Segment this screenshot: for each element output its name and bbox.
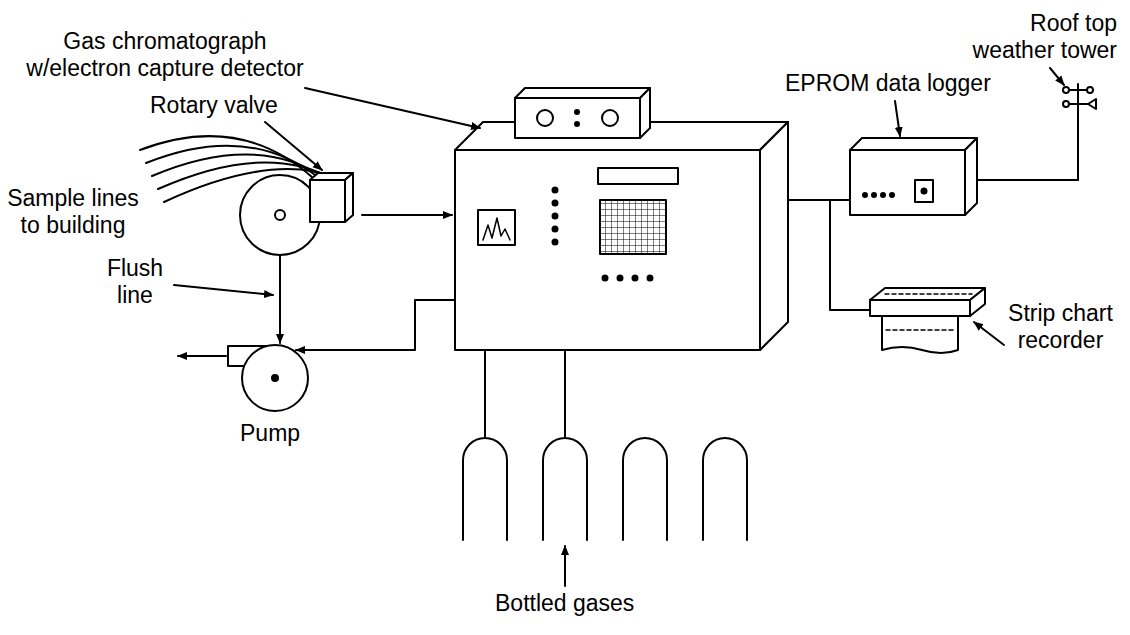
recorder-side bbox=[970, 288, 985, 316]
anemometer-cup bbox=[1087, 87, 1093, 93]
callout-label: Rotary valve bbox=[150, 92, 278, 119]
callout-label: Sample lines to building bbox=[2, 185, 144, 239]
indicator-dot bbox=[553, 201, 558, 206]
flush-line bbox=[279, 255, 281, 343]
valve-actuator bbox=[310, 180, 345, 222]
pump-hub bbox=[272, 375, 278, 381]
gas-cylinder bbox=[463, 438, 507, 540]
gas-chromatograph bbox=[455, 88, 788, 350]
chart-paper bbox=[882, 316, 958, 353]
data-logger bbox=[850, 138, 977, 215]
signal-wire bbox=[830, 200, 870, 310]
gas-line bbox=[484, 350, 486, 438]
callout-label: EPROM data logger bbox=[785, 70, 991, 97]
tower-mast bbox=[1077, 84, 1079, 180]
indicator-dot bbox=[553, 188, 558, 193]
valve-actuator-side bbox=[345, 173, 353, 222]
logger-side bbox=[965, 138, 977, 215]
button-dot bbox=[648, 276, 653, 281]
keypad bbox=[600, 200, 666, 254]
detector-top bbox=[515, 88, 650, 98]
callout-label: Gas chromatograph w/electron capture det… bbox=[20, 28, 310, 82]
indicator-dot bbox=[553, 214, 558, 219]
button-dot bbox=[618, 276, 623, 281]
recorder-front bbox=[870, 300, 970, 316]
gc-side bbox=[760, 122, 788, 350]
callout-label: Bottled gases bbox=[495, 590, 634, 617]
rotary-valve bbox=[240, 173, 353, 255]
wind-vane bbox=[1088, 99, 1096, 109]
leader-line bbox=[895, 101, 900, 136]
detector-box bbox=[515, 98, 640, 138]
leader-line bbox=[564, 546, 566, 586]
gc-front bbox=[455, 150, 760, 350]
gc-vent-line bbox=[296, 300, 455, 350]
leader-line bbox=[265, 122, 322, 170]
socket-dot bbox=[922, 189, 927, 194]
detector-dot bbox=[575, 122, 579, 126]
led-dot bbox=[881, 193, 885, 197]
vane-weight bbox=[1063, 101, 1069, 107]
button-dot bbox=[603, 276, 608, 281]
button-dot bbox=[633, 276, 638, 281]
strip-chart-recorder bbox=[870, 288, 985, 353]
led-dot bbox=[863, 193, 867, 197]
paper-slot bbox=[885, 293, 972, 295]
sample-flow-arrow bbox=[362, 214, 452, 216]
detector-dot bbox=[575, 110, 579, 114]
display-window bbox=[598, 168, 678, 184]
logger-front bbox=[850, 150, 965, 215]
leader-line bbox=[974, 322, 1004, 345]
led-dot bbox=[872, 193, 876, 197]
indicator-dot bbox=[553, 227, 558, 232]
gas-cylinders bbox=[463, 438, 747, 540]
pump bbox=[228, 345, 308, 411]
recorder-top bbox=[870, 288, 985, 300]
gas-line bbox=[564, 350, 566, 438]
signal-wire bbox=[788, 199, 850, 201]
callout-label: Flush line bbox=[100, 255, 170, 309]
chart-trace bbox=[886, 329, 954, 331]
detector-side bbox=[640, 88, 650, 138]
weather-tower bbox=[1063, 84, 1096, 180]
valve-body bbox=[240, 175, 320, 255]
pump-body bbox=[242, 345, 308, 411]
gas-cylinder bbox=[703, 438, 747, 540]
chromatogram-trace bbox=[483, 218, 510, 240]
sample-line bbox=[140, 136, 313, 178]
leader-line bbox=[1050, 68, 1064, 85]
callout-label: Pump bbox=[240, 420, 300, 447]
eprom-socket bbox=[915, 180, 933, 202]
callout-label: Roof top weather tower bbox=[965, 10, 1117, 64]
gas-cylinder bbox=[623, 438, 667, 540]
signal-wire bbox=[977, 179, 1078, 181]
indicator-dot bbox=[553, 240, 558, 245]
callout-label: Strip chart recorder bbox=[1003, 300, 1118, 354]
anemometer-cup bbox=[1063, 87, 1069, 93]
detector-knob bbox=[602, 110, 618, 126]
logger-top bbox=[850, 138, 977, 150]
detector-knob bbox=[537, 110, 553, 126]
valve-hub bbox=[275, 210, 285, 220]
exhaust-arrow bbox=[178, 355, 226, 357]
gas-cylinder bbox=[543, 438, 587, 540]
leader-line bbox=[305, 88, 480, 128]
leader-line bbox=[174, 285, 273, 295]
printer-slot bbox=[478, 210, 515, 245]
leader-lines bbox=[174, 68, 1064, 586]
led-dot bbox=[890, 193, 894, 197]
